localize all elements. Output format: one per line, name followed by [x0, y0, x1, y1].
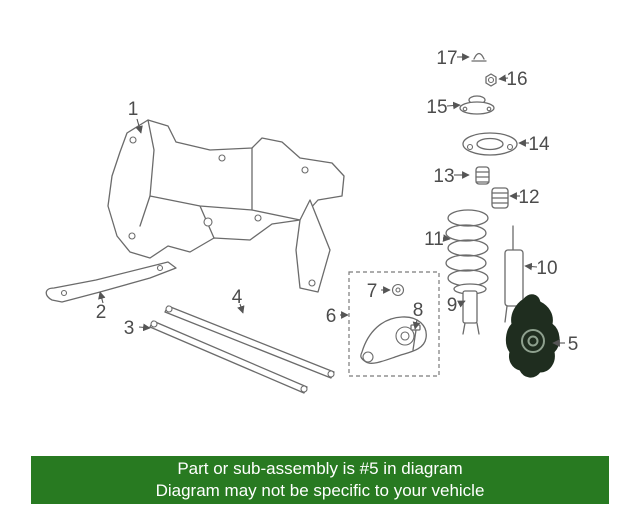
part-callout-1: 1 [128, 99, 139, 120]
part-callout-9: 9 [447, 295, 458, 316]
knuckle-drawing [505, 294, 560, 378]
part-callout-12: 12 [518, 187, 539, 208]
part-callout-7: 7 [367, 281, 378, 302]
banner-line1: Part or sub-assembly is #5 in diagram [177, 458, 463, 478]
part-callout-8: 8 [413, 300, 424, 321]
subframe-drawing [107, 119, 345, 293]
cap-drawing [471, 52, 487, 62]
strut-lower-drawing [453, 283, 487, 335]
part-callout-6: 6 [326, 306, 337, 327]
part-callout-2: 2 [96, 302, 107, 323]
strut-mount-drawing [459, 95, 495, 115]
banner-line2: Diagram may not be specific to your vehi… [155, 481, 485, 500]
part-callout-11: 11 [424, 229, 444, 250]
nut-drawing [485, 73, 497, 87]
control-arm-box [348, 271, 440, 377]
part-callout-10: 10 [536, 258, 557, 279]
bump-stop-drawing [475, 166, 490, 185]
coil-spring-drawing [445, 209, 489, 287]
part-callout-15: 15 [426, 97, 447, 118]
dust-boot-drawing [491, 187, 509, 209]
bolt-7-drawing [391, 283, 405, 297]
mount-plate-drawing [462, 132, 518, 156]
part-callout-5: 5 [568, 334, 579, 355]
part-callout-14: 14 [528, 134, 550, 155]
control-arm-drawing [360, 316, 427, 364]
info-banner: Part or sub-assembly is #5 in diagram Di… [31, 456, 609, 504]
brace-bar-lower-drawing [149, 320, 308, 394]
part-callout-4: 4 [232, 287, 243, 308]
part-callout-13: 13 [433, 166, 454, 187]
brace-bar-upper-drawing [164, 305, 335, 379]
callout-leaders [98, 53, 565, 347]
part-callout-3: 3 [124, 318, 135, 339]
part-callout-16: 16 [506, 69, 527, 90]
part-callout-17: 17 [436, 48, 457, 69]
bracket-drawing [45, 261, 177, 303]
